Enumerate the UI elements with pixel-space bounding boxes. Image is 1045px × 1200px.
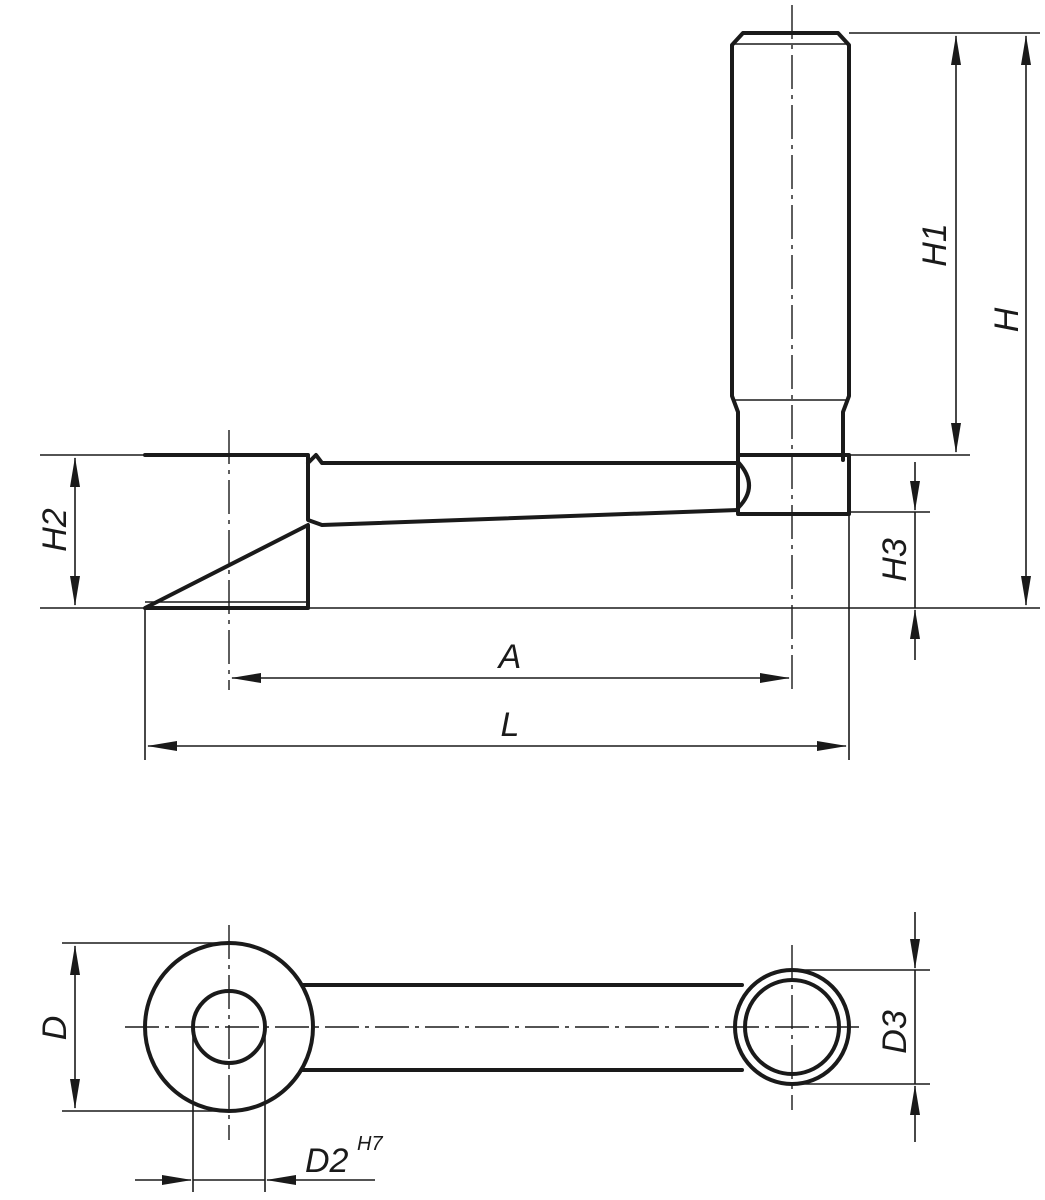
label-D2-tolerance: H7 (357, 1133, 383, 1155)
handle-hub-outline (736, 453, 851, 516)
handle-hub-inner-curve (736, 460, 751, 510)
label-A: A (497, 638, 522, 676)
label-H1: H1 (916, 223, 954, 266)
label-H2: H2 (36, 508, 74, 552)
top-view: D D3 D2 H7 (36, 912, 930, 1192)
main-hub-outline (143, 453, 310, 610)
crank-arm-outline (306, 453, 740, 527)
label-H: H (988, 307, 1026, 332)
side-view: H H1 H2 H3 A L (36, 5, 1040, 760)
label-D3: D3 (876, 1010, 914, 1054)
label-D2: D2 (305, 1142, 349, 1180)
handle-grip-outline (730, 31, 851, 462)
label-D: D (36, 1016, 74, 1041)
label-L: L (501, 706, 520, 744)
label-H3: H3 (876, 538, 914, 582)
